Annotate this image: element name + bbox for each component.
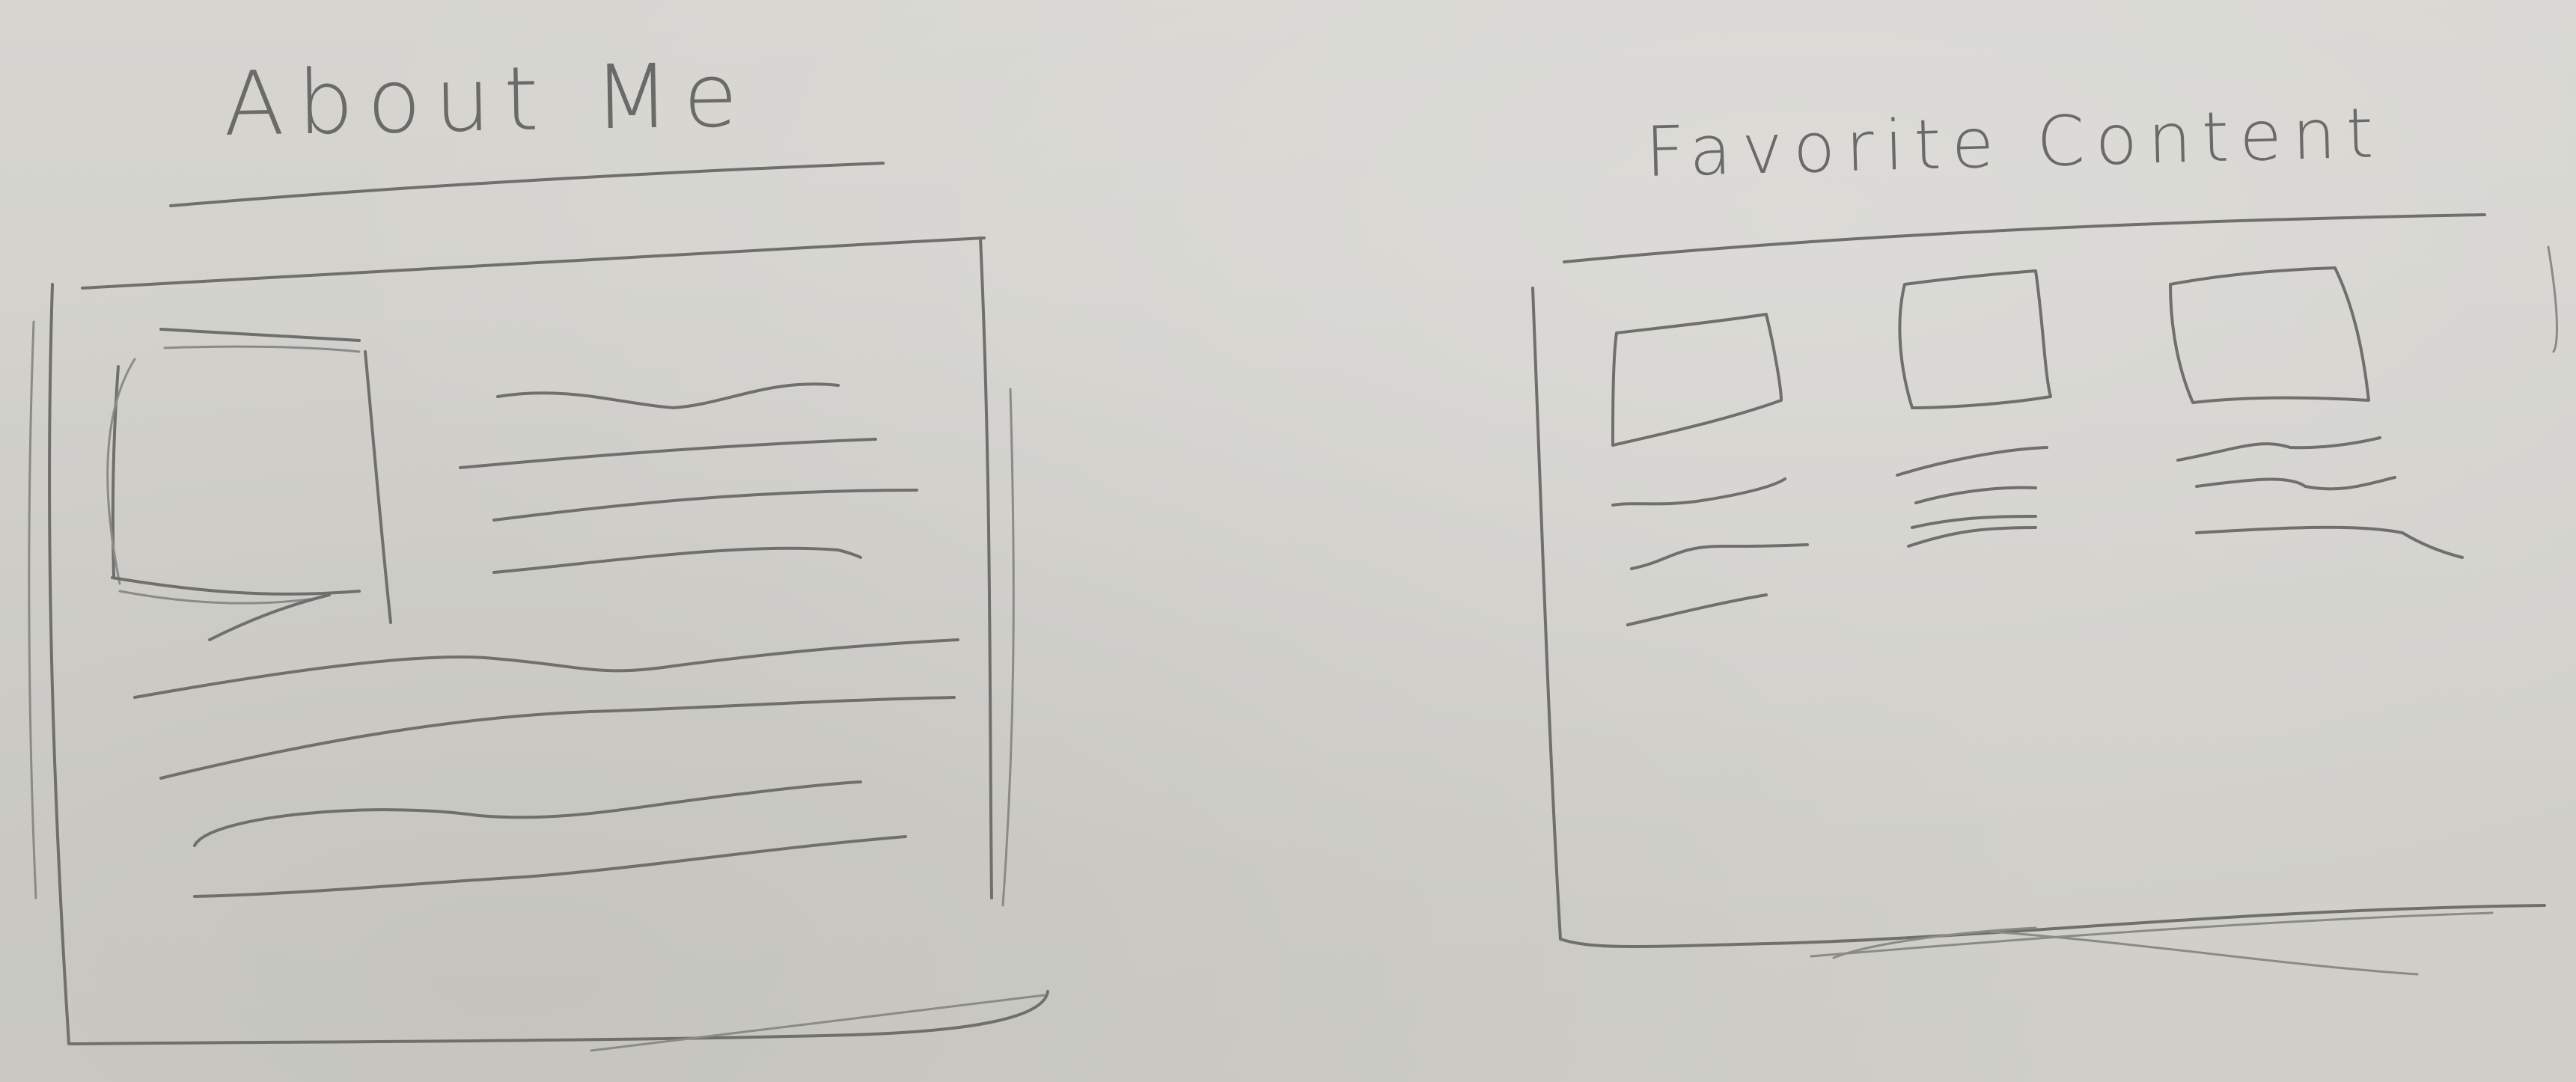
about-heading-underline bbox=[169, 162, 885, 207]
bio-text-line-2 bbox=[159, 696, 956, 780]
bio-text-line-4 bbox=[193, 835, 907, 898]
bio-text-line-1 bbox=[133, 638, 959, 699]
content-card-1 bbox=[1611, 313, 1809, 626]
favorite-content-panel bbox=[1531, 213, 2558, 976]
intro-text-line-4 bbox=[492, 546, 862, 574]
fav-panel-left-border bbox=[1531, 287, 1562, 941]
fav-panel-right-border bbox=[2547, 245, 2558, 353]
intro-text-line-3 bbox=[492, 489, 918, 522]
about-panel-right-border-double bbox=[1001, 388, 1015, 907]
about-panel-left-border-double bbox=[28, 320, 37, 899]
card-3-thumbnail bbox=[2169, 266, 2370, 404]
card-3-text-line-1 bbox=[2176, 436, 2381, 462]
fav-panel-bottom-border bbox=[1559, 904, 2546, 948]
intro-text-line-1 bbox=[496, 382, 840, 409]
fav-heading-underline bbox=[1563, 213, 2486, 263]
card-3-text-line-3 bbox=[2195, 525, 2464, 559]
fav-panel-scribble-2 bbox=[1989, 930, 2419, 976]
about-panel-right-border bbox=[979, 236, 993, 899]
card-2-text-line-2 bbox=[1911, 486, 2037, 529]
about-panel-bottom-border bbox=[70, 990, 1049, 1045]
card-1-text-line-2 bbox=[1630, 543, 1809, 570]
card-3-text-line-2 bbox=[2195, 476, 2396, 491]
card-1-thumbnail bbox=[1611, 313, 1783, 447]
about-panel-bottom-tail bbox=[590, 994, 1046, 1052]
profile-photo-placeholder bbox=[106, 328, 392, 641]
fav-panel-scribble-3 bbox=[1832, 926, 2037, 959]
about-panel-top-border bbox=[81, 236, 986, 290]
card-2-thumbnail bbox=[1898, 269, 2052, 409]
content-card-3 bbox=[2169, 266, 2464, 559]
card-1-text-line-3 bbox=[1626, 593, 1768, 626]
intro-text-line-2 bbox=[459, 438, 877, 469]
card-1-text-line-1 bbox=[1611, 477, 1786, 507]
fav-panel-scribble-1 bbox=[1810, 911, 2494, 958]
about-me-panel bbox=[28, 162, 1049, 1052]
content-card-2 bbox=[1896, 269, 2052, 548]
bio-text-line-3 bbox=[193, 780, 862, 847]
card-2-text-line-3 bbox=[1907, 526, 2037, 548]
about-panel-left-border bbox=[48, 283, 70, 1045]
card-2-text-line-1 bbox=[1896, 446, 2048, 477]
